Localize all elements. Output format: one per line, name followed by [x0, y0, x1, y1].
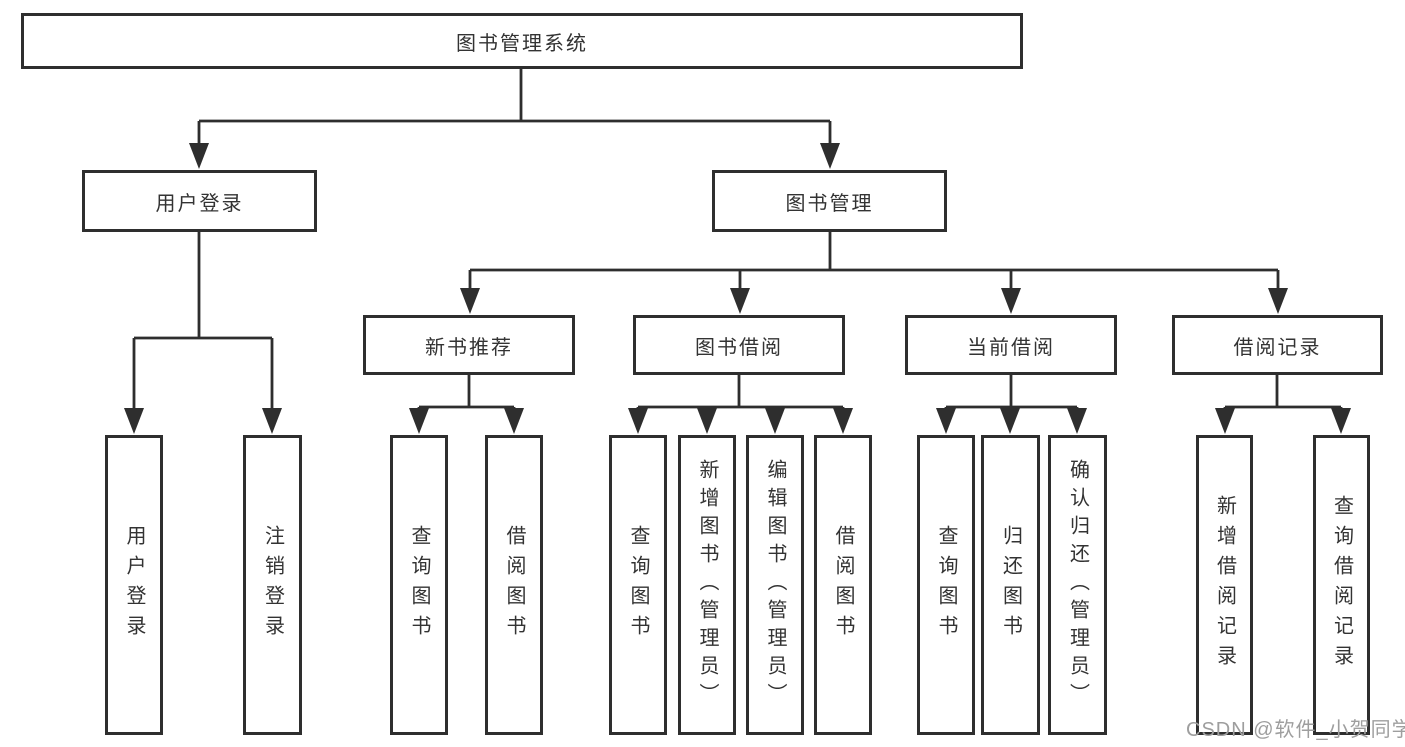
arrow-icon	[730, 288, 750, 314]
node-borrowing-records-label: 借阅记录	[1233, 336, 1322, 359]
arrow-icon	[936, 408, 956, 434]
leaf-current-query-books-label: 查询图书	[935, 525, 957, 645]
node-new-book-recommend-label: 新书推荐	[425, 336, 513, 359]
arrow-icon	[1268, 288, 1288, 314]
leaf-recommend-query-books-label: 查询图书	[408, 525, 430, 645]
arrow-icon	[765, 408, 785, 434]
arrow-icon	[460, 288, 480, 314]
node-new-book-recommend: 新书推荐	[363, 315, 575, 375]
arrow-icon	[1067, 408, 1087, 434]
arrow-icon	[409, 408, 429, 434]
watermark: CSDN @软件_小贺同学	[1186, 719, 1405, 741]
leaf-records-add-record-label: 新增借阅记录	[1213, 495, 1236, 675]
node-current-borrowing: 当前借阅	[905, 315, 1117, 375]
leaf-logout-label: 注销登录	[261, 525, 284, 645]
leaf-current-query-books: 查询图书	[917, 435, 975, 735]
leaf-recommend-query-books: 查询图书	[390, 435, 448, 735]
arrow-icon	[124, 408, 144, 434]
node-root-label: 图书管理系统	[456, 32, 588, 55]
leaf-borrowing-edit-books-admin-label: 编辑图书（管理员）	[764, 459, 786, 711]
arrow-icon	[820, 143, 840, 169]
leaf-user-login-label: 用户登录	[123, 525, 145, 645]
leaf-recommend-borrow-books-label: 借阅图书	[503, 525, 525, 645]
arrow-icon	[262, 408, 282, 434]
leaf-borrowing-query-books-label: 查询图书	[627, 525, 649, 645]
arrow-icon	[1000, 408, 1020, 434]
arrow-icon	[1331, 408, 1351, 434]
leaf-records-query-record: 查询借阅记录	[1313, 435, 1370, 735]
leaf-records-add-record: 新增借阅记录	[1196, 435, 1253, 735]
arrow-icon	[504, 408, 524, 434]
node-book-management-group: 图书管理	[712, 170, 947, 232]
arrowheads	[124, 143, 1351, 434]
arrow-icon	[1001, 288, 1021, 314]
node-borrowing-records: 借阅记录	[1172, 315, 1383, 375]
node-root: 图书管理系统	[21, 13, 1023, 69]
leaf-current-confirm-return-admin-label: 确认归还（管理员）	[1066, 459, 1089, 711]
leaf-logout: 注销登录	[243, 435, 302, 735]
leaf-recommend-borrow-books: 借阅图书	[485, 435, 543, 735]
leaf-borrowing-borrow-books-label: 借阅图书	[832, 525, 854, 645]
node-book-borrowing-label: 图书借阅	[695, 336, 783, 359]
node-book-borrowing: 图书借阅	[633, 315, 845, 375]
arrow-icon	[189, 143, 209, 169]
leaf-borrowing-borrow-books: 借阅图书	[814, 435, 872, 735]
node-current-borrowing-label: 当前借阅	[967, 336, 1055, 359]
leaf-borrowing-add-books-admin-label: 新增图书（管理员）	[696, 459, 718, 711]
arrow-icon	[628, 408, 648, 434]
leaf-user-login: 用户登录	[105, 435, 163, 735]
leaf-borrowing-query-books: 查询图书	[609, 435, 667, 735]
leaf-borrowing-add-books-admin: 新增图书（管理员）	[678, 435, 736, 735]
leaf-current-return-books-label: 归还图书	[999, 525, 1022, 645]
node-user-login-group-label: 用户登录	[155, 192, 244, 215]
leaf-current-return-books: 归还图书	[981, 435, 1040, 735]
arrow-icon	[697, 408, 717, 434]
node-book-management-group-label: 图书管理	[785, 192, 874, 215]
leaf-borrowing-edit-books-admin: 编辑图书（管理员）	[746, 435, 804, 735]
arrow-icon	[833, 408, 853, 434]
leaf-records-query-record-label: 查询借阅记录	[1330, 495, 1353, 675]
node-user-login-group: 用户登录	[82, 170, 317, 232]
leaf-current-confirm-return-admin: 确认归还（管理员）	[1048, 435, 1107, 735]
arrow-icon	[1215, 408, 1235, 434]
